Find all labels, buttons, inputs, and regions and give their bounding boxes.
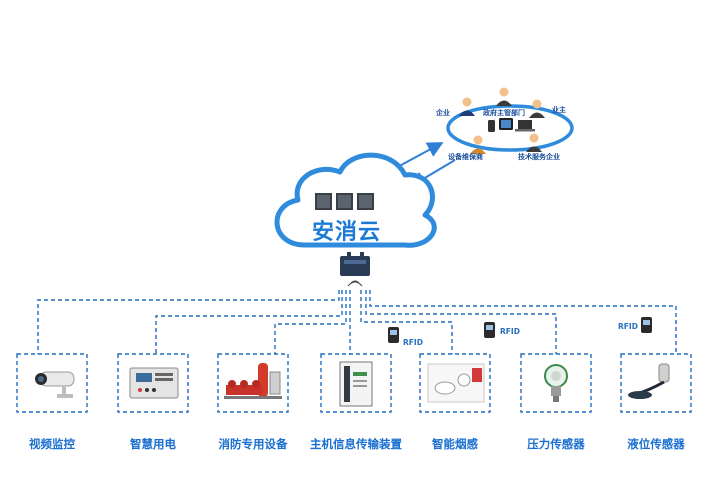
stakeholder-enterprise-label: 企业 [436, 109, 450, 117]
network-connector-lines [37, 290, 677, 354]
device-label-transmitter: 主机信息传输装置 [310, 437, 402, 451]
stakeholder-government-label: 政府主管部门 [483, 109, 525, 117]
cloud-shape [274, 152, 437, 248]
device-frame-fire [217, 353, 289, 413]
device-frame-transmitter [320, 353, 392, 413]
device-label-pressure: 压力传感器 [527, 437, 585, 451]
gateway-icon [340, 252, 370, 276]
person-icon [459, 97, 475, 116]
device-frame-level [620, 353, 692, 413]
person-icon [529, 99, 545, 118]
stakeholder-owner-label: 业主 [552, 106, 566, 114]
rfid-reader-icon [641, 317, 652, 333]
fire-pump-equipment-icon [224, 363, 282, 399]
server-icon [315, 193, 332, 210]
cloud-title: 安消云 [312, 220, 382, 245]
device-label-power: 智慧用电 [130, 437, 176, 451]
rfid-reader-icon [388, 327, 399, 343]
rfid-label: RFID [403, 338, 423, 347]
device-label-fire: 消防专用设备 [218, 437, 288, 451]
rfid-reader-icon [484, 322, 495, 338]
laptop-base-icon [515, 129, 535, 132]
tablet-screen-icon [501, 120, 511, 128]
device-frame-power [117, 353, 189, 413]
rfid-label: RFID [500, 327, 520, 336]
wireless-signal-icon [347, 280, 363, 287]
level-sensor-icon [628, 363, 670, 399]
person-icon [470, 135, 486, 154]
server-icon [336, 193, 353, 210]
device-frame-smoke [419, 353, 491, 413]
device-label-level: 液位传感器 [627, 437, 685, 451]
stakeholder-tech-service-label: 技术服务企业 [518, 153, 560, 161]
device-label-camera: 视频监控 [29, 437, 75, 451]
person-icon [496, 87, 512, 106]
stakeholder-maintainer-label: 设备维保商 [448, 153, 483, 161]
transmission-cabinet-icon [339, 361, 373, 407]
server-icon [357, 193, 374, 210]
phone-icon [488, 120, 495, 132]
device-frame-camera [16, 353, 88, 413]
device-label-smoke: 智能烟感 [432, 437, 478, 451]
smart-power-meter-icon [129, 367, 179, 399]
pressure-sensor-icon [544, 364, 568, 402]
device-frame-pressure [520, 353, 592, 413]
security-camera-icon [35, 371, 75, 398]
person-icon [526, 133, 542, 152]
rfid-label: RFID [618, 322, 638, 331]
laptop-icon [518, 120, 532, 129]
smoke-detector-icon [427, 363, 485, 403]
